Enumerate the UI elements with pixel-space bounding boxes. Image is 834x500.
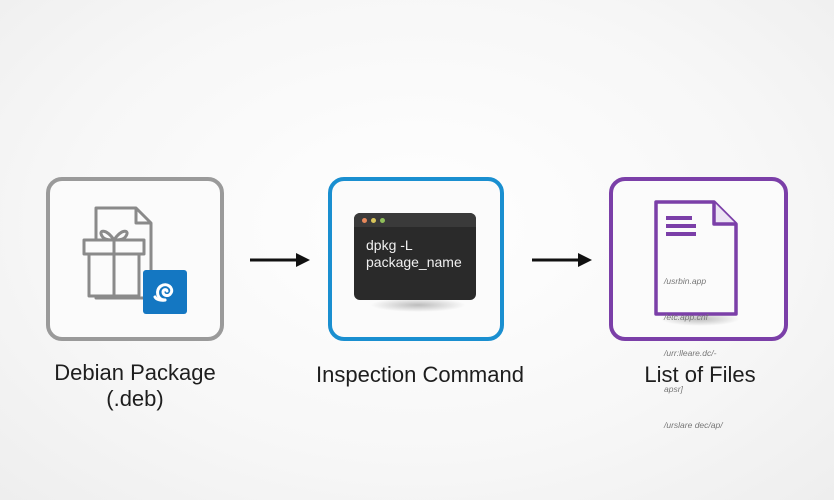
- command-line: dpkg -L: [366, 237, 413, 253]
- file-path: /etc.app.cnf: [664, 312, 708, 322]
- debian-swirl-icon: [153, 283, 174, 302]
- command-line: package_name: [366, 254, 462, 270]
- arrow-right-icon: [250, 253, 310, 267]
- file-path: /urslare dec/ap/: [664, 420, 723, 430]
- window-dot-red: [362, 217, 367, 223]
- window-dot-green: [380, 217, 385, 223]
- debian-badge: [143, 270, 187, 314]
- document-list-icon: [654, 200, 738, 316]
- step-label-debian-package: Debian Package (.deb): [30, 360, 240, 412]
- terminal-title-bar: [354, 213, 476, 227]
- step-label-list-of-files: List of Files: [644, 362, 756, 387]
- label-line: Debian Package: [54, 360, 216, 385]
- shadow: [370, 298, 466, 312]
- gift-package-file-icon: [82, 206, 153, 300]
- file-path: /urr:lleare.dc/-: [664, 348, 717, 358]
- file-path: apsr]: [664, 384, 683, 394]
- file-list: /usrbin.app /etc.app.cnf /urr:lleare.dc/…: [664, 251, 723, 443]
- arrow-right-icon: [532, 253, 592, 267]
- label-line: (.deb): [106, 386, 164, 411]
- step-label-inspection-command: Inspection Command: [316, 362, 524, 387]
- file-path: /usrbin.app: [664, 276, 707, 286]
- window-dot-yellow: [371, 217, 376, 223]
